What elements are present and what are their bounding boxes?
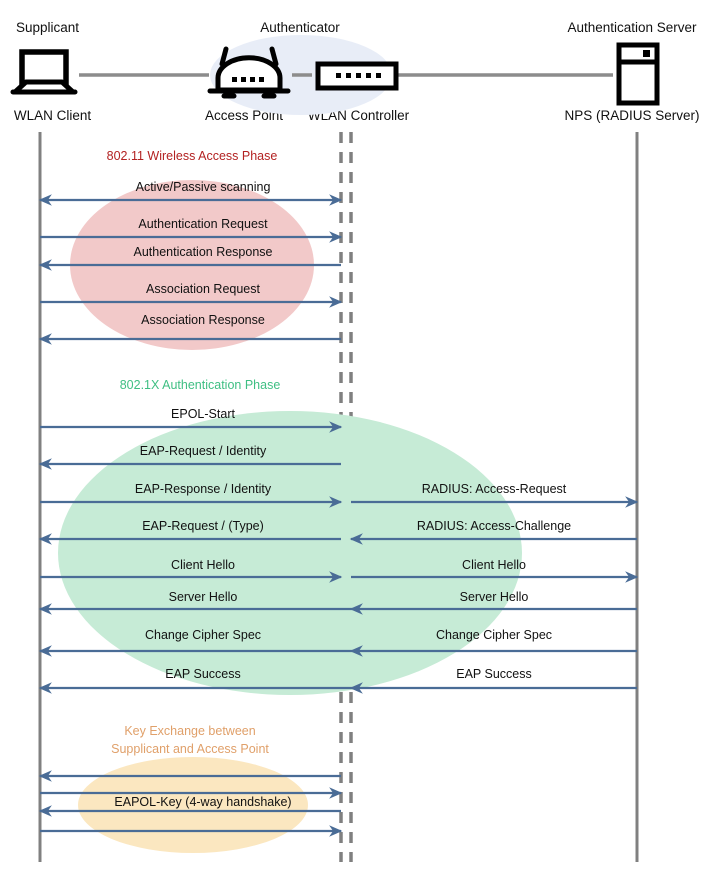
role-label-supplicant: Supplicant — [15, 20, 80, 35]
role-label-authentication-server: Authentication Server — [567, 20, 697, 35]
server-icon — [616, 42, 660, 106]
phase-label-dot1x-auth: 802.1X Authentication Phase — [119, 378, 281, 392]
message-label-r5: Change Cipher Spec — [435, 628, 553, 642]
role-label-authenticator: Authenticator — [260, 20, 340, 35]
message-label-m6: EPOL-Start — [171, 407, 235, 421]
node-label-nps-radius-server: NPS (RADIUS Server) — [564, 108, 700, 123]
message-label-r2: RADIUS: Access-Challenge — [416, 519, 572, 533]
wlan-controller-icon — [315, 61, 399, 91]
message-label-m9: EAP-Request / (Type) — [142, 519, 264, 533]
message-label-m3: Authentication Response — [133, 245, 273, 259]
node-label-access-point: Access Point — [204, 108, 284, 123]
phase-label-key-exchange-line1: Key Exchange between — [124, 724, 256, 738]
message-label-r6: EAP Success — [456, 667, 532, 681]
phase-label-key-exchange-line2: Supplicant and Access Point — [111, 742, 269, 756]
phase-label-wireless-access: 802.11 Wireless Access Phase — [106, 149, 278, 163]
message-label-m13: EAP Success — [165, 667, 241, 681]
message-label-r3: Client Hello — [462, 558, 526, 572]
phase-ellipse-dot1x-auth — [58, 411, 522, 695]
phase-label-key-exchange: Key Exchange between Supplicant and Acce… — [111, 722, 269, 758]
message-label-m8: EAP-Response / Identity — [134, 482, 272, 496]
laptop-icon — [10, 49, 78, 95]
phase-ellipse-key-exchange — [78, 757, 308, 853]
message-label-m10: Client Hello — [171, 558, 235, 572]
message-label-m5: Association Response — [141, 313, 265, 327]
message-label-m12: Change Cipher Spec — [144, 628, 262, 642]
message-label-r1: RADIUS: Access-Request — [421, 482, 567, 496]
node-label-wlan-client: WLAN Client — [13, 108, 92, 123]
message-label-m1: Active/Passive scanning — [135, 180, 271, 194]
access-point-icon — [207, 46, 291, 99]
message-label-m7: EAP-Request / Identity — [139, 444, 267, 458]
message-label-m11: Server Hello — [168, 590, 238, 604]
message-label-m2: Authentication Request — [138, 217, 268, 231]
message-label-m16: EAPOL-Key (4-way handshake) — [114, 795, 292, 809]
message-label-m4: Association Request — [146, 282, 260, 296]
message-label-r4: Server Hello — [459, 590, 529, 604]
